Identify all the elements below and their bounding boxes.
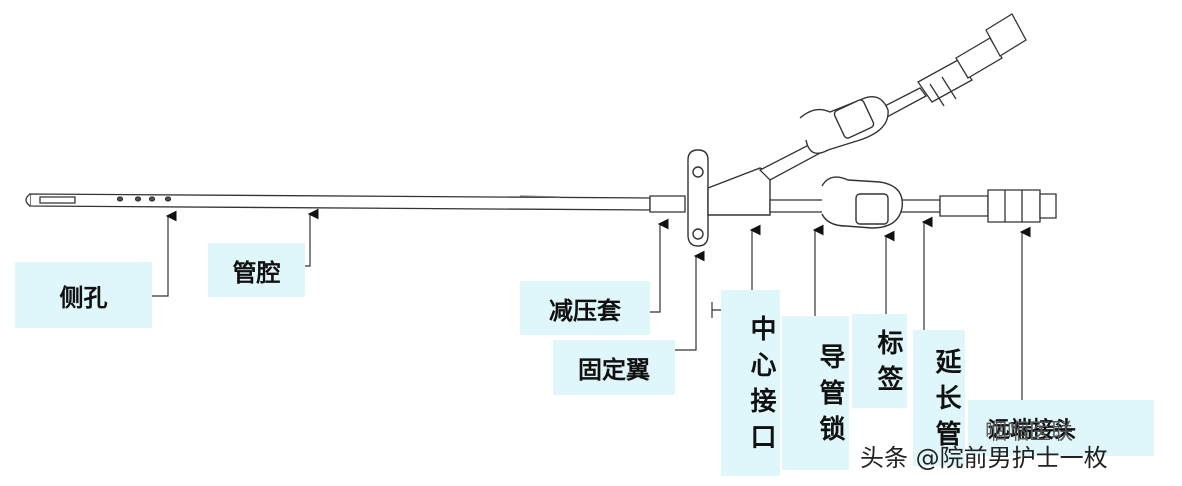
leader-side-holes: [152, 210, 177, 297]
upper-clamp-shape: [799, 96, 889, 154]
upper-extension-shape: [758, 13, 1027, 181]
label-side-holes: 侧孔: [15, 262, 152, 328]
leader-strain-relief: [650, 218, 669, 313]
leader-lumen: [305, 208, 319, 267]
lower-extension-shape: [769, 189, 1057, 223]
label-hub: 中心接口: [721, 290, 780, 476]
strain-relief-shape: [649, 195, 686, 213]
hub-shape: [707, 167, 771, 216]
label-extension-tube: 延长管: [913, 330, 965, 466]
label-lumen: 管腔: [208, 243, 305, 297]
label-tag: 标签: [852, 314, 907, 408]
label-distal-connector: 远端接头: [968, 400, 1154, 456]
watermark-secondary: 嗰嗰医联: [985, 420, 1074, 445]
catheter-shaft: [25, 193, 651, 211]
label-fixation-wing: 固定翼: [553, 340, 675, 395]
fixation-wing-shape: [687, 149, 709, 247]
watermark-primary: 头条 @院前男护士一枚: [860, 444, 1108, 472]
leader-lines: [152, 208, 1031, 400]
label-strain-relief: 减压套: [520, 281, 650, 335]
leader-fixation-wing: [675, 250, 705, 351]
label-catheter-clamp: 导管锁: [782, 316, 849, 470]
lower-clamp-shape: [821, 176, 904, 229]
